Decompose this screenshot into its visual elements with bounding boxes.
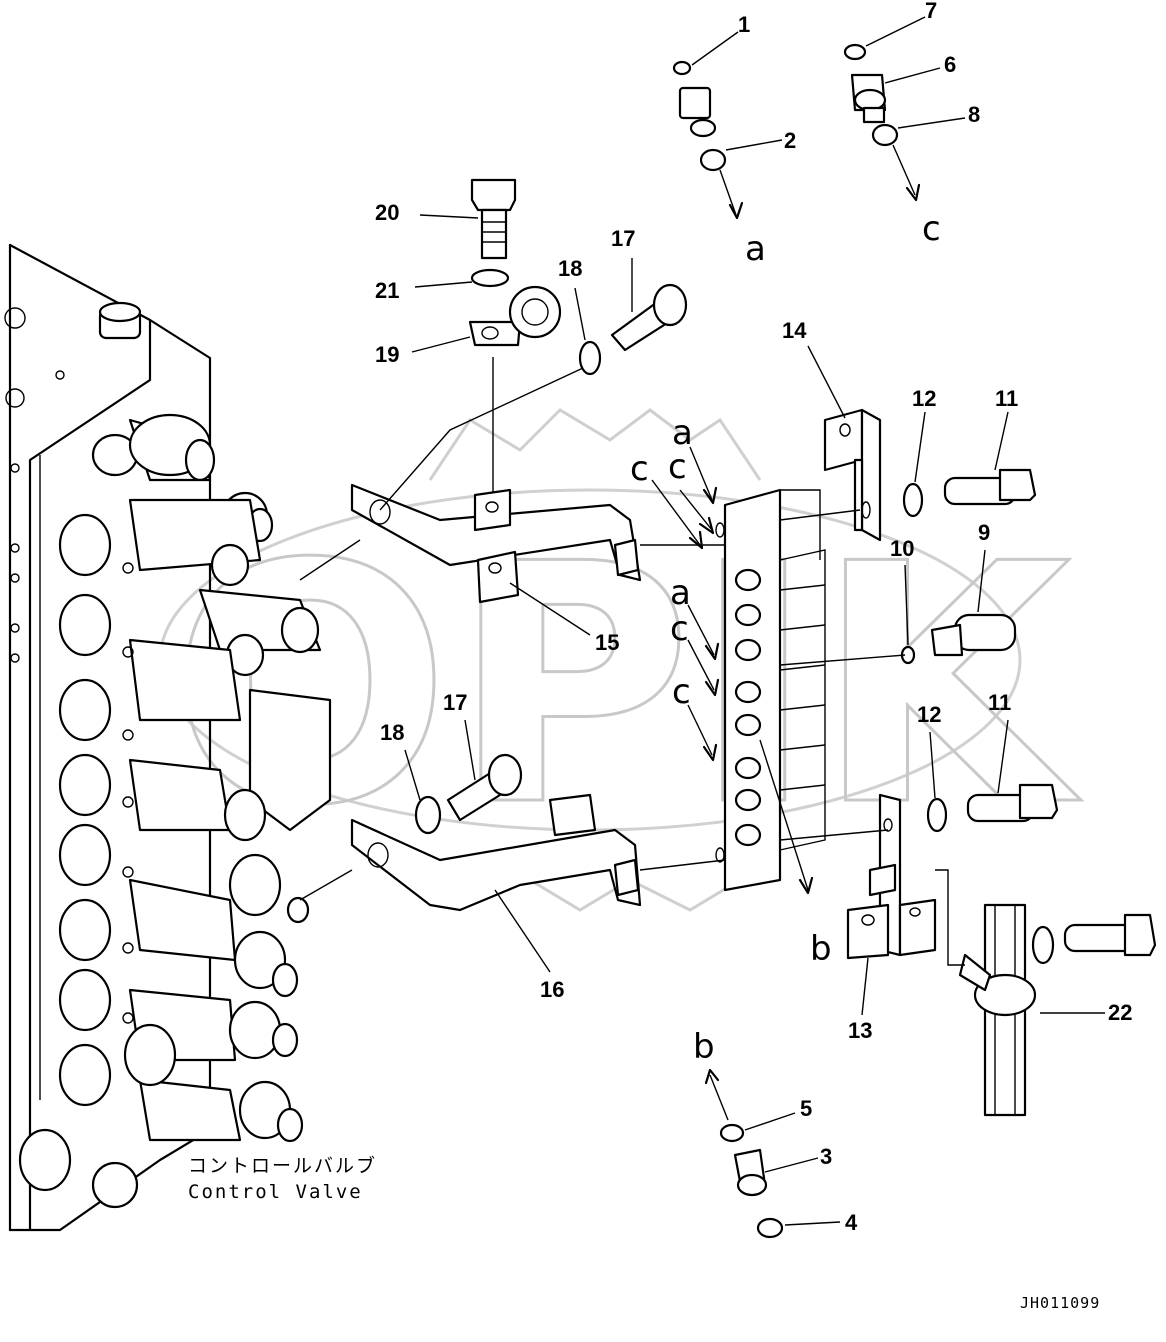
- part-9-sensor: [930, 613, 1017, 657]
- callout-12-low: 12: [917, 702, 941, 727]
- reference-letters: a c a c c a c c b b: [630, 209, 941, 1067]
- control-valve: [4, 243, 332, 1232]
- part-19-clamp: [468, 285, 562, 347]
- callout-12-top: 12: [912, 386, 936, 411]
- ref-c-manifold-2: c: [630, 449, 649, 489]
- drawing-code: JH011099: [1020, 1294, 1100, 1312]
- ref-a-manifold-1: a: [672, 413, 693, 453]
- callout-11-top: 11: [995, 386, 1018, 411]
- callout-13: 13: [848, 1018, 872, 1043]
- callout-15: 15: [595, 630, 619, 655]
- callout-7: 7: [925, 0, 937, 23]
- callout-11-low: 11: [988, 690, 1011, 715]
- part-1-oring: [672, 60, 692, 76]
- callout-4: 4: [845, 1210, 858, 1235]
- part-3-fitting: [733, 1148, 768, 1197]
- part-11-bolt-top: [943, 468, 1037, 506]
- manifold-block: [715, 488, 826, 892]
- callout-8: 8: [968, 102, 980, 127]
- ref-a-manifold-2: a: [670, 573, 691, 613]
- part-18-washer-low: [414, 795, 442, 835]
- part-17-bolt-top: [610, 283, 688, 352]
- ref-c-manifold-1: c: [668, 447, 687, 487]
- callout-20: 20: [375, 200, 399, 225]
- part-7-oring: [843, 43, 867, 61]
- leader-lines: [299, 16, 1105, 1226]
- callout-3: 3: [820, 1144, 832, 1169]
- callout-9: 9: [978, 520, 990, 545]
- part-12-washer-top: [902, 482, 924, 518]
- part-5-oring: [719, 1123, 745, 1143]
- callout-14: 14: [782, 318, 807, 343]
- part-11-bolt-low: [966, 783, 1059, 823]
- ref-c-manifold-3: c: [670, 609, 689, 649]
- part-8-oring: [871, 123, 899, 147]
- caption-jp: コントロールバルブ: [188, 1154, 377, 1177]
- part-4-oring: [756, 1217, 784, 1239]
- callout-17-top: 17: [611, 226, 635, 251]
- part-20-bolt: [470, 178, 517, 260]
- part-15-bracket: [350, 483, 642, 604]
- callout-18-top: 18: [558, 256, 582, 281]
- callout-19: 19: [375, 342, 399, 367]
- callout-18-low: 18: [380, 720, 404, 745]
- part-21-washer: [470, 268, 510, 288]
- part-2-oring: [699, 148, 727, 172]
- callout-1: 1: [738, 12, 750, 37]
- callout-10: 10: [890, 536, 914, 561]
- part-16-bracket: [350, 793, 642, 912]
- callout-labels: 1 2 3 4 5 6 7 8 9 10 11 11 12 12 13 14 1…: [375, 0, 1132, 1235]
- callout-6: 6: [944, 52, 956, 77]
- part-17-bolt-low: [446, 753, 523, 822]
- ref-c-manifold-4: c: [672, 672, 691, 712]
- part-12-washer-low: [926, 797, 948, 833]
- callout-22: 22: [1108, 1000, 1132, 1025]
- callout-5: 5: [800, 1096, 812, 1121]
- part-13-bracket: [846, 793, 937, 960]
- part-14-bracket: [823, 408, 882, 542]
- caption-en: Control Valve: [188, 1181, 363, 1203]
- callout-16: 16: [540, 977, 564, 1002]
- callout-2: 2: [784, 128, 796, 153]
- ref-b-right: b: [810, 929, 832, 969]
- ref-b-low: b: [693, 1027, 715, 1067]
- ref-c-top: c: [922, 209, 941, 249]
- part-22-clamp: [958, 903, 1157, 1117]
- callout-17-low: 17: [443, 690, 467, 715]
- part-18-washer-top: [578, 340, 602, 376]
- ref-a-top: a: [745, 229, 766, 269]
- part-6-fitting: [850, 73, 887, 124]
- callout-21: 21: [375, 278, 399, 303]
- part-1-fitting: [678, 86, 717, 138]
